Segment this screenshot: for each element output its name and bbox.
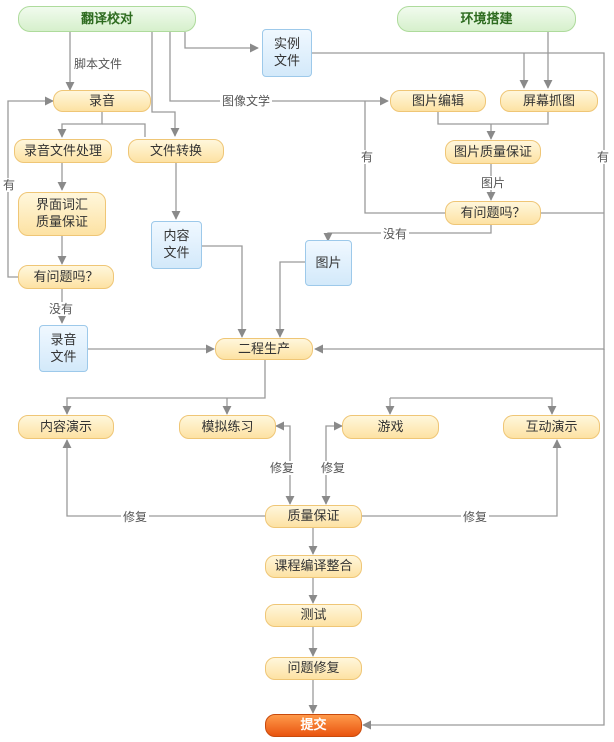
edge-qa-fix-left — [62, 439, 265, 517]
edge-split-to-interactive — [390, 397, 557, 415]
node-env-setup: 环境搭建 — [397, 6, 576, 32]
node-content-demo: 内容演示 — [18, 415, 114, 439]
node-simulation-practice: 模拟练习 — [179, 415, 276, 439]
label-fix-game: 修复 — [319, 461, 348, 475]
node-file-convert: 文件转换 — [128, 139, 224, 163]
node-example-file: 实例 文件 — [262, 29, 312, 77]
label-fix-left: 修复 — [121, 510, 150, 524]
label-no-image: 没有 — [381, 227, 410, 241]
edge-production-split — [62, 360, 266, 415]
node-ui-glossary-qa: 界面词汇 质量保证 — [18, 192, 106, 236]
node-translate-check: 翻译校对 — [18, 6, 196, 32]
node-image-file: 图片 — [305, 240, 352, 286]
edge-image-to-production — [275, 261, 305, 338]
edge-qa-fix-right — [362, 439, 562, 517]
node-recording-issue: 有问题吗？ — [18, 265, 114, 289]
edge-right-to-submit — [362, 349, 605, 730]
edge-translate-to-file-convert — [151, 32, 180, 137]
edge-edit-capture-to-qa — [437, 112, 549, 125]
node-recording-process: 录音文件处理 — [14, 139, 112, 163]
node-recording: 录音 — [53, 90, 151, 112]
edge-translate-to-image-edit — [169, 32, 389, 106]
node-quality-assurance: 质量保证 — [265, 505, 362, 528]
edge-sim-fix — [275, 421, 295, 505]
node-image-edit: 图片编辑 — [390, 90, 486, 112]
label-yes-left: 有 — [1, 178, 18, 192]
node-recording-file: 录音 文件 — [39, 325, 88, 372]
edge-content-to-production — [202, 245, 247, 338]
node-game: 游戏 — [342, 415, 439, 439]
node-image-issue: 有问题吗？ — [445, 201, 541, 225]
label-fix-sim: 修复 — [268, 461, 297, 475]
label-fix-right: 修复 — [461, 510, 490, 524]
edge-translate-to-example — [184, 32, 259, 53]
label-image-text: 图像文学 — [220, 94, 273, 108]
node-screen-capture: 屏幕抓图 — [500, 90, 598, 112]
label-script-file: 脚本文件 — [72, 57, 125, 71]
node-issue-fix: 问题修复 — [265, 657, 362, 680]
node-submit: 提交 — [265, 714, 362, 737]
edge-recording-split — [57, 112, 103, 138]
edge-recording-split-b — [102, 123, 146, 137]
label-yes-mid: 有 — [359, 150, 376, 164]
label-no-recording: 没有 — [47, 302, 76, 316]
node-image-qa: 图片质量保证 — [445, 140, 541, 164]
node-interactive-demo: 互动演示 — [503, 415, 600, 439]
edge-issue-no-to-image — [323, 225, 492, 242]
edge-example-to-right — [312, 52, 605, 350]
node-second-production: 二程生产 — [215, 338, 313, 360]
label-image: 图片 — [479, 176, 508, 190]
edge-issue-yes-to-edit — [364, 101, 445, 214]
node-course-compile: 课程编译整合 — [265, 555, 362, 578]
label-yes-right: 有 — [595, 150, 612, 164]
node-content-file: 内容 文件 — [151, 221, 202, 269]
edge-game-fix — [321, 421, 343, 505]
node-testing: 测试 — [265, 604, 362, 627]
